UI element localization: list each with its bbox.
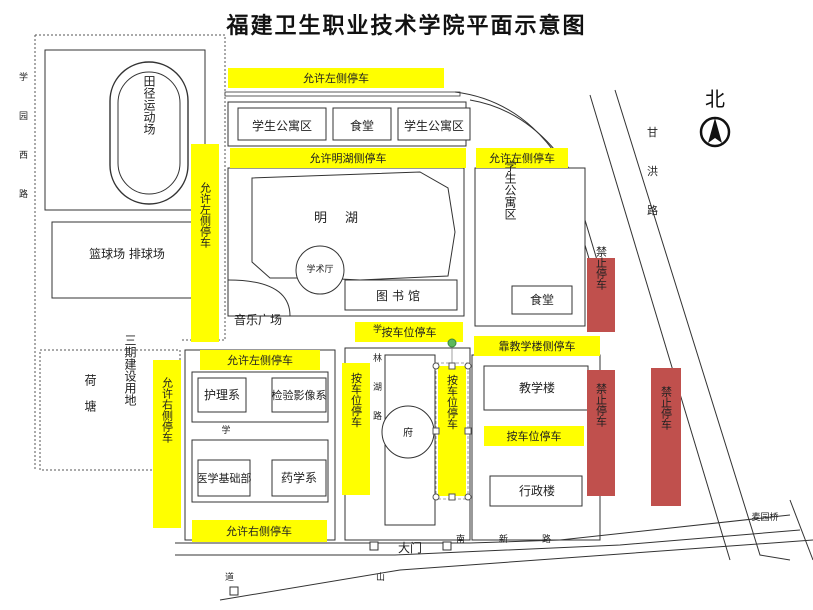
mid-road-label: 学林湖路 bbox=[371, 323, 382, 440]
ganhong-road-bridge-edge bbox=[789, 499, 813, 561]
parking-zone-left-vertical[interactable]: 允许左侧停车 bbox=[191, 144, 219, 342]
parking-zone-left-lower[interactable]: 允许左侧停车 bbox=[200, 350, 320, 370]
parking-zone-slot-right[interactable]: 按车位停车 bbox=[484, 426, 584, 446]
parking-zone-teaching[interactable]: 靠教学楼侧停车 bbox=[474, 336, 600, 356]
music-label: 音乐广场 bbox=[234, 312, 282, 327]
teaching-box bbox=[483, 365, 589, 411]
courts-frame bbox=[51, 221, 203, 299]
parking-zone-slot-center[interactable]: 按车位停车 bbox=[355, 322, 463, 342]
parking-label: 按车位停车 bbox=[350, 371, 363, 428]
gate-pillar-left bbox=[369, 541, 379, 551]
library-label: 图书馆 bbox=[376, 288, 424, 303]
nanxin-road-south-edge bbox=[175, 529, 801, 556]
parking-zone-right-bottom[interactable]: 允许右侧停车 bbox=[192, 520, 327, 542]
dorm2-label: 学生公寓区 bbox=[404, 118, 464, 133]
courts-label: 篮球场 排球场 bbox=[89, 246, 165, 261]
library-box bbox=[344, 279, 458, 311]
parking-label: 允许左侧停车 bbox=[199, 181, 212, 249]
nanxin-road-north-edge bbox=[469, 514, 791, 544]
pond-label: 荷塘 bbox=[83, 374, 97, 426]
parking-label: 允许左侧停车 bbox=[227, 353, 293, 367]
canteen2-box bbox=[511, 285, 573, 315]
teaching-label: 教学楼 bbox=[519, 380, 555, 395]
parking-label: 按车位停车 bbox=[507, 429, 562, 443]
parking-label: 允许右侧停车 bbox=[161, 376, 174, 444]
parking-label: 允许左侧停车 bbox=[303, 71, 369, 85]
ganhong-road-label: 甘洪路 bbox=[646, 126, 659, 243]
parking-label: 允许右侧停车 bbox=[226, 524, 292, 538]
gate-pillar-right bbox=[442, 541, 452, 551]
canteen1-box bbox=[332, 107, 392, 141]
running-track-inner bbox=[117, 71, 181, 195]
music-square-curve bbox=[227, 279, 291, 317]
imaging-label: 检验影像系 bbox=[272, 388, 327, 402]
phase3-label: 三期建设用地 bbox=[123, 334, 137, 406]
parking-zone-slot-left[interactable]: 按车位停车 bbox=[342, 363, 370, 495]
canteen2-label: 食堂 bbox=[530, 292, 554, 307]
canteen1-label: 食堂 bbox=[350, 118, 374, 133]
parking-zone-slot-mid[interactable]: 按车位停车 bbox=[438, 366, 466, 496]
track-label: 田径运动场 bbox=[142, 75, 156, 135]
medbase-box bbox=[197, 459, 251, 497]
parking-label: 允许左侧停车 bbox=[489, 151, 555, 165]
parking-zone-left-top[interactable]: 允许左侧停车 bbox=[228, 68, 444, 88]
lake-label: 明湖 bbox=[314, 211, 376, 226]
parking-zone-right-vertical-lower[interactable]: 允许右侧停车 bbox=[153, 360, 181, 528]
banned-zone-one[interactable]: 禁止停车 bbox=[587, 246, 615, 332]
north-arrow-icon: 北 bbox=[699, 88, 731, 148]
dorm1-box bbox=[237, 107, 327, 141]
parking-label: 允许明湖侧停车 bbox=[310, 151, 387, 165]
banned-label: 禁止停车 bbox=[595, 246, 608, 291]
hall-circle bbox=[295, 245, 345, 295]
nursing-box bbox=[197, 377, 247, 413]
parking-zone-left-mid[interactable]: 允许左侧停车 bbox=[476, 148, 568, 168]
parking-zone-minghu[interactable]: 允许明湖侧停车 bbox=[230, 148, 466, 168]
parking-label: 按车位停车 bbox=[446, 373, 459, 430]
medbase-label: 医学基础部 bbox=[197, 471, 252, 485]
north-label: 北 bbox=[705, 88, 725, 111]
hall-label: 学术厅 bbox=[306, 263, 333, 275]
banned-label: 禁止停车 bbox=[660, 386, 673, 431]
pharmacy-label: 药学系 bbox=[281, 470, 317, 485]
north-road bbox=[224, 91, 461, 97]
ganhong-road-west-edge bbox=[589, 94, 731, 561]
parking-label: 靠教学楼侧停车 bbox=[499, 339, 576, 353]
fountain-label: 府 bbox=[403, 426, 413, 439]
bridge-label: 麦园桥 bbox=[751, 511, 778, 523]
pharmacy-box bbox=[271, 459, 327, 497]
nursing-label: 护理系 bbox=[204, 388, 240, 402]
shan-road-edge bbox=[219, 539, 813, 601]
parking-label: 按车位停车 bbox=[382, 325, 437, 339]
xue-road-label: 学 bbox=[221, 424, 230, 436]
west-road-label: 学园西路 bbox=[17, 71, 28, 228]
selection-handles[interactable] bbox=[432, 338, 472, 501]
gate-label: 大门 bbox=[398, 540, 422, 555]
banned-zone-three[interactable]: 禁止停车 bbox=[651, 368, 681, 506]
lake-outline bbox=[251, 171, 456, 281]
road-marker bbox=[229, 586, 239, 596]
banned-zone-two[interactable]: 禁止停车 bbox=[587, 370, 615, 496]
imaging-box bbox=[271, 377, 327, 413]
admin-box bbox=[489, 475, 583, 507]
dorm3-label: 学生公寓区 bbox=[503, 159, 517, 220]
page-title: 福建卫生职业技术学院平面示意图 bbox=[226, 13, 587, 39]
dorm1-label: 学生公寓区 bbox=[252, 118, 312, 133]
nanxin-road-label: 南新路 bbox=[456, 533, 585, 545]
dorm2-box bbox=[397, 107, 471, 141]
admin-label: 行政楼 bbox=[519, 483, 555, 498]
ganhong-road-east-edge bbox=[614, 89, 791, 561]
banned-label: 禁止停车 bbox=[595, 383, 608, 428]
